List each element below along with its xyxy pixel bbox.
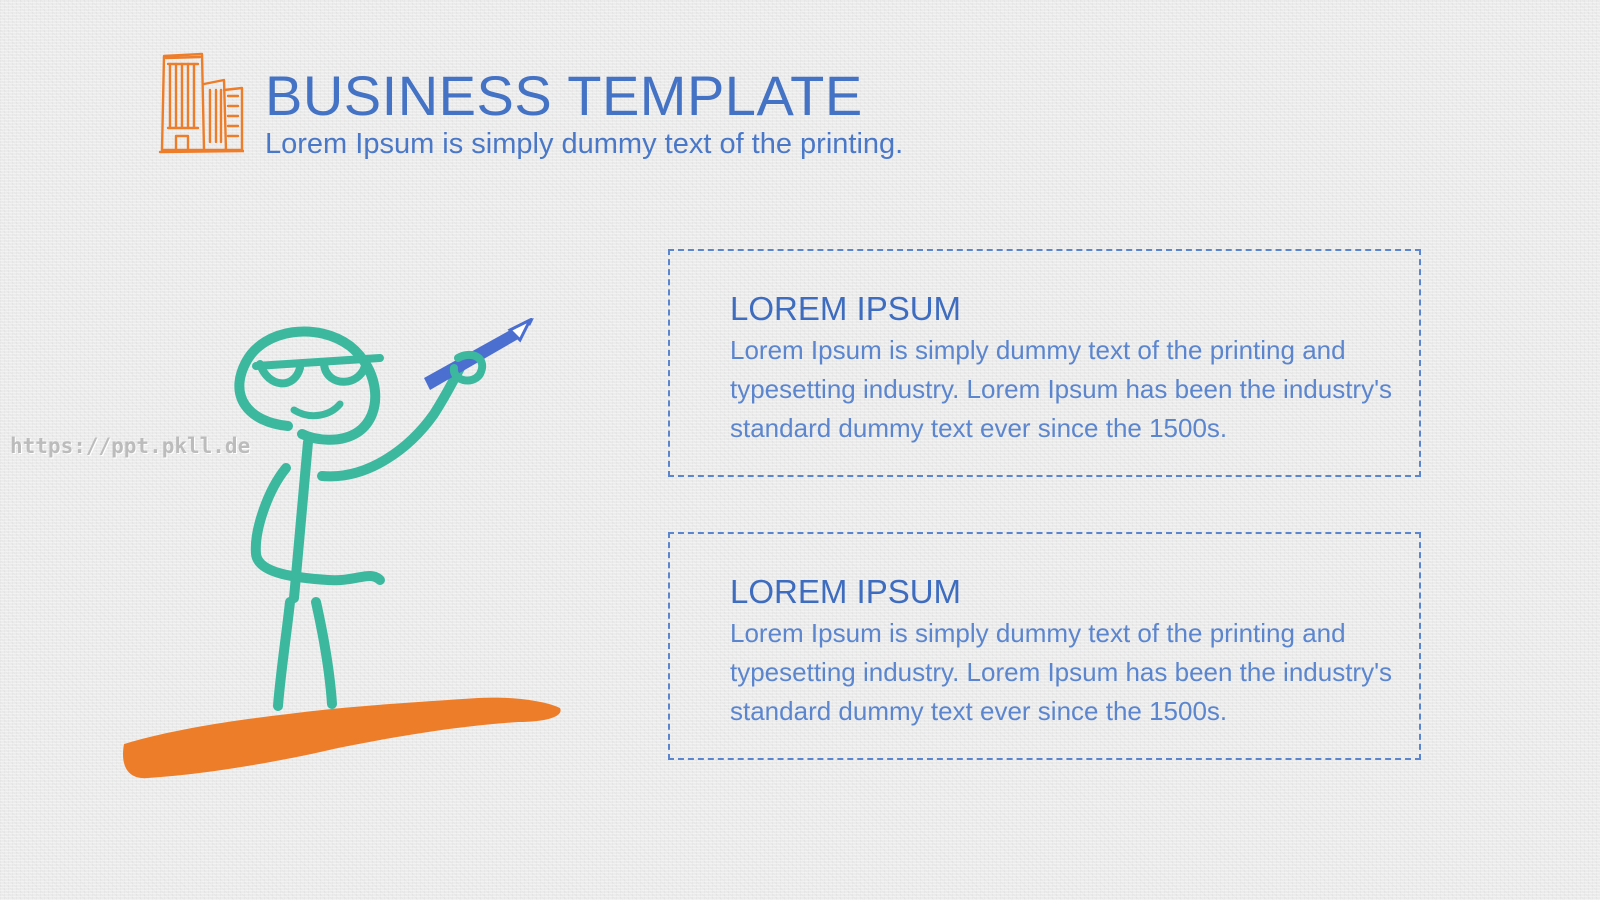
card-heading: LOREM IPSUM	[730, 573, 962, 610]
card-body: Lorem Ipsum is simply dummy text of the …	[730, 618, 1393, 726]
page-title: BUSINESS TEMPLATE	[265, 64, 863, 127]
watermark-url: https://ppt.pkll.de	[10, 434, 251, 458]
stick-figure-with-pen-illustration	[123, 318, 561, 779]
info-card-1: LOREM IPSUM Lorem Ipsum is simply dummy …	[668, 249, 1421, 477]
info-card-2: LOREM IPSUM Lorem Ipsum is simply dummy …	[668, 532, 1421, 760]
page-subtitle: Lorem Ipsum is simply dummy text of the …	[265, 128, 904, 160]
ground-shape	[123, 697, 561, 779]
buildings-icon	[158, 52, 244, 154]
card-body: Lorem Ipsum is simply dummy text of the …	[730, 335, 1393, 443]
card-heading: LOREM IPSUM	[730, 290, 962, 327]
